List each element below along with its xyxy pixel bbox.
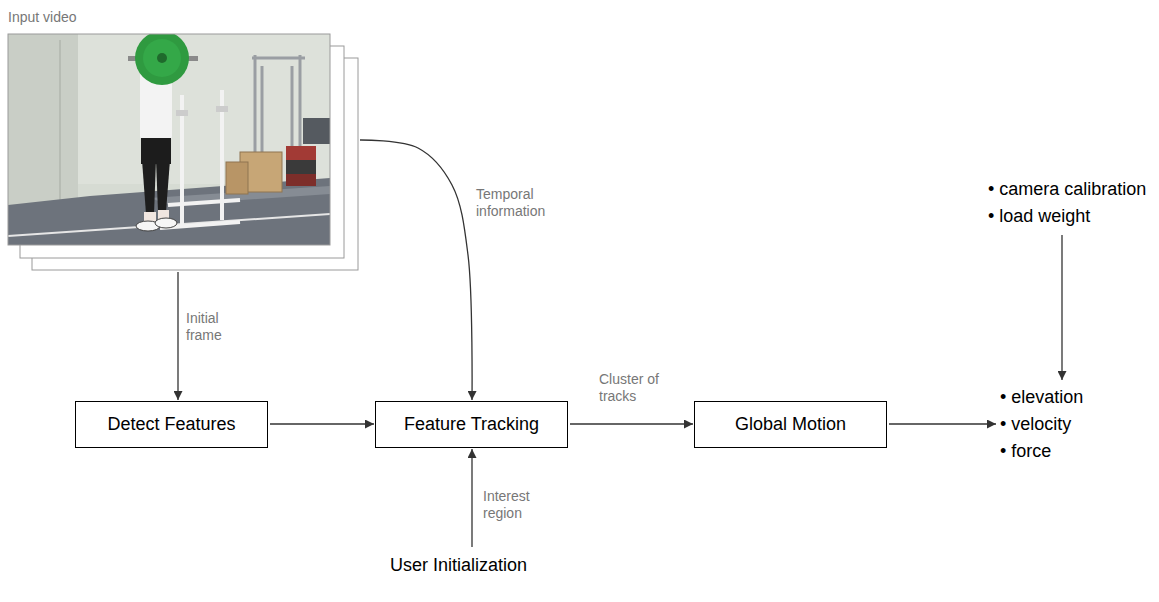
flow-arrow <box>570 423 693 424</box>
flow-arrow <box>889 423 996 424</box>
input-label: User Initialization <box>390 552 527 579</box>
video-input: Input video <box>8 34 358 270</box>
output-list: • elevation• velocity• force <box>1000 384 1083 465</box>
input-list: • camera calibration• load weight <box>988 176 1146 230</box>
process-label: Feature Tracking <box>404 414 539 435</box>
list-item: • camera calibration <box>988 176 1146 203</box>
video-heading: Input video <box>8 9 77 25</box>
video-photo <box>8 34 330 245</box>
user-input: User Initialization <box>390 552 527 579</box>
flow-arrow <box>360 140 472 400</box>
edge-label: Initial frame <box>184 310 242 344</box>
edge-label: Cluster of tracks <box>597 371 663 405</box>
flow-arrow <box>270 423 374 424</box>
flow-arrow <box>471 449 472 547</box>
video-frame-front <box>8 34 330 245</box>
edge-label: Temporal information <box>474 186 564 220</box>
process-box: Detect Features <box>75 401 268 448</box>
process-label: Detect Features <box>107 414 235 435</box>
process-label: Global Motion <box>735 414 846 435</box>
list-item: • elevation <box>1000 384 1083 411</box>
edge-label: Interest region <box>481 488 551 522</box>
list-item: • load weight <box>988 203 1146 230</box>
list-item: • velocity <box>1000 411 1083 438</box>
list-item: • force <box>1000 438 1083 465</box>
flow-arrow <box>1061 235 1062 380</box>
process-box: Global Motion <box>694 401 887 448</box>
process-box: Feature Tracking <box>375 401 568 448</box>
flow-arrow <box>177 272 178 400</box>
